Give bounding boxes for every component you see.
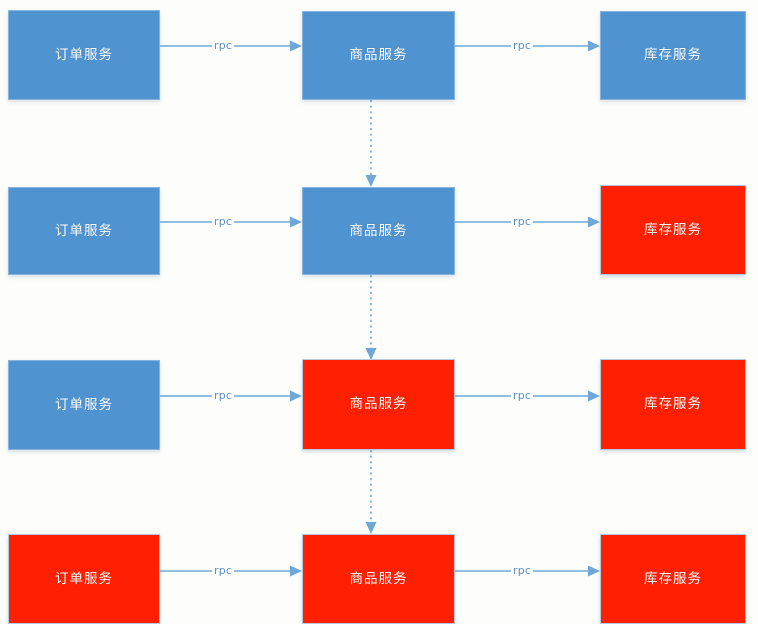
- service-node-label: 商品服务: [349, 47, 408, 64]
- service-node-label: 商品服务: [349, 222, 408, 239]
- service-node-label: 订单服务: [55, 570, 113, 587]
- service-node-r4c1[interactable]: 订单服务: [8, 534, 160, 624]
- service-node-r3c1[interactable]: 订单服务: [8, 360, 160, 450]
- service-node-r3c3[interactable]: 库存服务: [600, 359, 746, 450]
- service-node-label: 库存服务: [644, 47, 702, 64]
- rpc-label: rpc: [511, 564, 534, 577]
- service-node-r2c3[interactable]: 库存服务: [600, 185, 746, 275]
- service-node-r2c2[interactable]: 商品服务: [302, 187, 455, 275]
- rpc-label: rpc: [212, 215, 235, 228]
- cascade-connector: [363, 275, 379, 360]
- rpc-label: rpc: [511, 39, 534, 52]
- service-node-r4c3[interactable]: 库存服务: [600, 534, 746, 624]
- service-node-label: 订单服务: [55, 222, 113, 239]
- service-node-label: 库存服务: [644, 396, 702, 413]
- rpc-label: rpc: [511, 215, 534, 228]
- service-node-label: 订单服务: [55, 46, 113, 63]
- rpc-label: rpc: [212, 39, 235, 52]
- cascade-connector: [363, 450, 379, 534]
- service-node-r3c2[interactable]: 商品服务: [302, 359, 455, 450]
- service-node-label: 商品服务: [349, 396, 408, 413]
- service-node-r1c3[interactable]: 库存服务: [600, 11, 746, 100]
- rpc-label: rpc: [511, 389, 534, 402]
- service-node-label: 库存服务: [644, 570, 702, 587]
- cascade-connector: [363, 100, 379, 187]
- rpc-label: rpc: [212, 389, 235, 402]
- service-node-r2c1[interactable]: 订单服务: [8, 187, 160, 275]
- service-node-label: 库存服务: [644, 221, 702, 238]
- service-node-label: 订单服务: [55, 396, 113, 413]
- service-node-label: 商品服务: [349, 570, 408, 587]
- service-node-r1c2[interactable]: 商品服务: [302, 11, 455, 100]
- rpc-label: rpc: [212, 564, 235, 577]
- service-node-r1c1[interactable]: 订单服务: [8, 10, 160, 100]
- service-node-r4c2[interactable]: 商品服务: [302, 534, 455, 624]
